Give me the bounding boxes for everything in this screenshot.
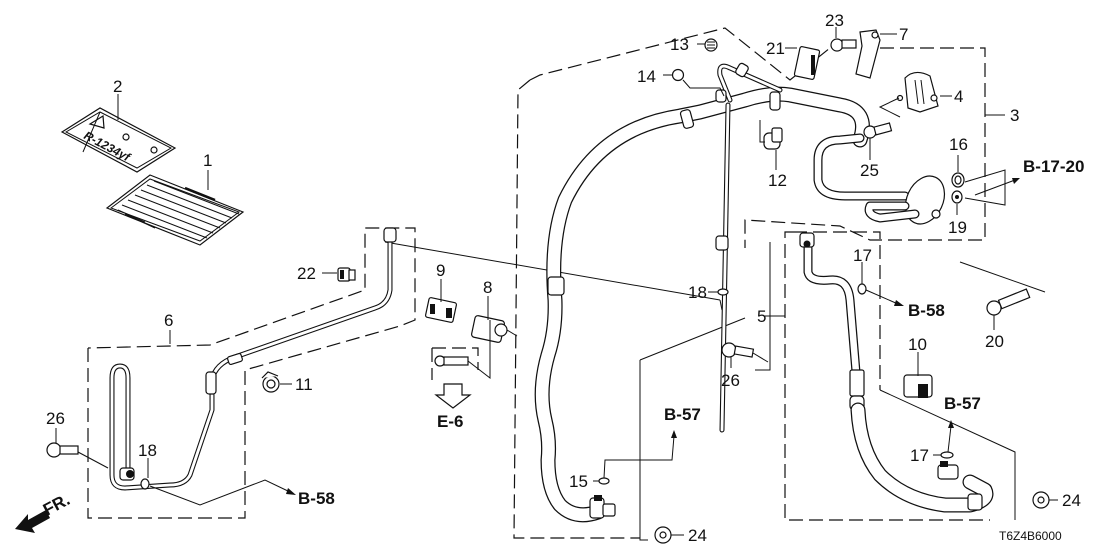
callout-2: 2 — [113, 77, 122, 96]
pipe-6 — [109, 227, 397, 491]
discharge-hose-5 — [799, 232, 994, 513]
callout-22: 22 — [297, 264, 316, 283]
callout-24-mid: 24 — [688, 526, 707, 545]
part-11-clamp — [261, 371, 280, 393]
callout-14: 14 — [637, 67, 656, 86]
part-13-cap — [704, 38, 718, 52]
part-20-bolt — [986, 288, 1031, 316]
part-24-nut-mid — [654, 526, 672, 544]
callout-leaders — [15, 27, 1058, 536]
callout-11: 11 — [295, 375, 313, 394]
callout-13: 13 — [670, 35, 689, 54]
part-23-bolt — [830, 38, 857, 52]
part-14-cap — [671, 68, 725, 97]
part-4-bracket — [878, 71, 939, 118]
ref-b-17-20[interactable]: B-17-20 — [1023, 157, 1084, 176]
callout-26-left: 26 — [46, 409, 65, 428]
part-19-oring — [951, 190, 963, 204]
reference-labels: B-17-20 B-58 B-58 B-57 B-57 E-6 — [298, 157, 1084, 508]
callout-18-left: 18 — [138, 441, 157, 460]
part-26-bolt-left — [46, 442, 109, 469]
callout-19: 19 — [948, 218, 967, 237]
part-e6-bolt — [431, 320, 491, 380]
part-26-bolt-mid — [721, 342, 769, 363]
diagram-code: T6Z4B6000 — [999, 529, 1062, 543]
callout-15: 15 — [569, 472, 588, 491]
part-24-nut-right — [1032, 491, 1050, 509]
callout-26-mid: 26 — [721, 371, 740, 390]
part-18-oring-mid — [717, 288, 729, 296]
part-17-oring-top — [857, 283, 867, 295]
part-12-valve — [759, 120, 783, 150]
label-1-caution — [105, 174, 245, 246]
suction-hose-3 — [534, 62, 946, 523]
callout-23: 23 — [825, 11, 844, 30]
ref-b-58-left[interactable]: B-58 — [298, 489, 335, 508]
callout-3: 3 — [1010, 106, 1019, 125]
callout-numbers: 1 2 3 4 5 6 7 8 9 10 11 12 13 14 15 16 1… — [46, 11, 1081, 545]
callout-1: 1 — [203, 151, 212, 170]
callout-16: 16 — [949, 135, 968, 154]
callout-21: 21 — [766, 39, 785, 58]
assembly-5-outline — [765, 231, 990, 521]
part-22-clip — [337, 267, 356, 282]
ref-b-57-right[interactable]: B-57 — [944, 394, 981, 413]
callout-17-bottom: 17 — [910, 446, 929, 465]
ref-e-6[interactable]: E-6 — [437, 412, 463, 431]
callout-5: 5 — [757, 307, 766, 326]
part-18-oring-left — [140, 478, 150, 490]
part-7-clamp — [855, 29, 881, 79]
callout-6: 6 — [164, 311, 173, 330]
callout-18-mid: 18 — [688, 283, 707, 302]
part-21-sensor — [793, 46, 821, 80]
assembly-6-outline — [87, 227, 416, 519]
ref-b-57-mid[interactable]: B-57 — [664, 405, 701, 424]
part-17-oring-bottom — [940, 451, 954, 459]
callout-4: 4 — [954, 87, 963, 106]
part-9-clip — [424, 297, 458, 323]
part-8-clamp — [470, 315, 518, 343]
callout-25: 25 — [860, 161, 879, 180]
callout-7: 7 — [899, 25, 908, 44]
callout-24-right: 24 — [1062, 491, 1081, 510]
part-15-oring — [598, 477, 610, 485]
part-25-bolt — [863, 122, 893, 139]
callout-12: 12 — [768, 171, 787, 190]
part-16-oring — [951, 172, 965, 188]
ref-b-58-top[interactable]: B-58 — [908, 301, 945, 320]
callout-10: 10 — [908, 335, 927, 354]
callout-8: 8 — [483, 278, 492, 297]
callout-9: 9 — [436, 261, 445, 280]
callout-20: 20 — [985, 332, 1004, 351]
part-10-clamp — [903, 374, 933, 398]
callout-17-top: 17 — [853, 246, 872, 265]
